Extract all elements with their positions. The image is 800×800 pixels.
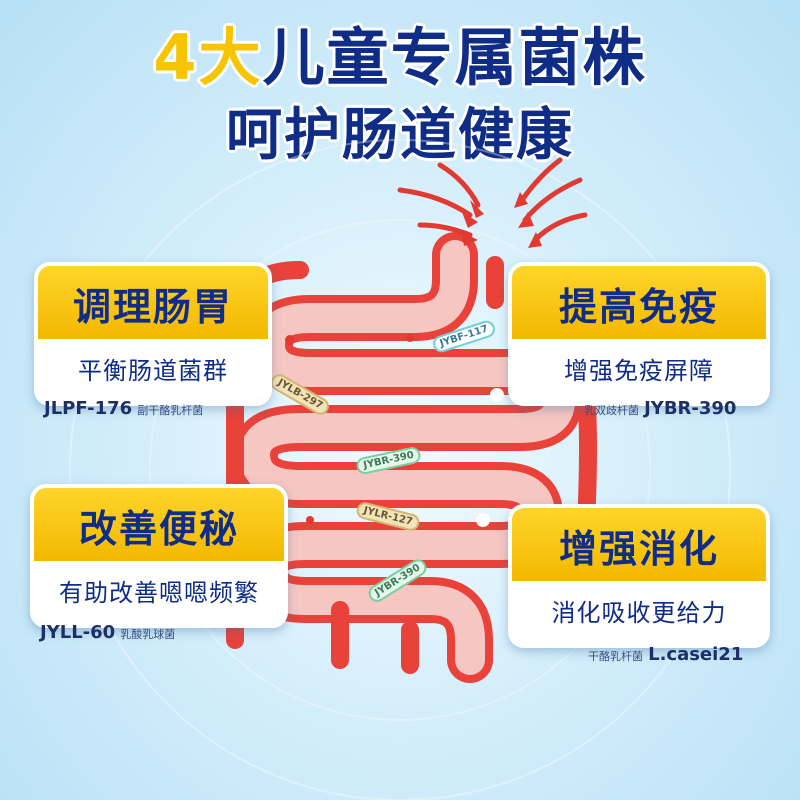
- headline-text: 儿童专属菌株: [262, 21, 647, 94]
- strain-label: JYLL-60 乳酸乳球菌: [40, 622, 175, 643]
- benefit-subtitle: 有助改善嗯嗯频繁: [34, 561, 284, 624]
- benefit-subtitle: 平衡肠道菌群: [38, 339, 268, 402]
- strain-name: 副干酪乳杆菌: [137, 404, 204, 417]
- headline-line-1: 4大儿童专属菌株: [0, 22, 800, 94]
- benefit-card-digestion-absorption: 增强消化 消化吸收更给力: [508, 504, 770, 648]
- strain-code: JYBR-390: [644, 398, 737, 419]
- strain-label: JLPF-176 副干酪乳杆菌: [44, 398, 203, 419]
- benefit-subtitle: 消化吸收更给力: [512, 581, 766, 644]
- headline-highlight: 4大: [153, 21, 263, 94]
- strain-name: 乳双歧杆菌: [584, 404, 639, 417]
- benefit-title: 提高免疫: [512, 266, 766, 339]
- strain-label: 乳双歧杆菌 JYBR-390: [584, 398, 736, 419]
- benefit-card-constipation: 改善便秘 有助改善嗯嗯频繁: [30, 484, 288, 628]
- benefit-title: 改善便秘: [34, 488, 284, 561]
- benefit-title: 调理肠胃: [38, 266, 268, 339]
- strain-label: 干酪乳杆菌 L.casei21: [588, 644, 743, 665]
- strain-code: JLPF-176: [44, 398, 133, 419]
- strain-name: 干酪乳杆菌: [588, 650, 643, 663]
- benefit-card-immunity: 提高免疫 增强免疫屏障: [508, 262, 770, 406]
- strain-code: JYLL-60: [40, 622, 116, 643]
- benefit-subtitle: 增强免疫屏障: [512, 339, 766, 402]
- benefit-card-digestion-balance: 调理肠胃 平衡肠道菌群: [34, 262, 272, 406]
- benefit-title: 增强消化: [512, 508, 766, 581]
- strain-name: 乳酸乳球菌: [120, 628, 176, 641]
- headline-line-2: 呵护肠道健康: [226, 103, 574, 168]
- strain-code: L.casei21: [648, 644, 744, 665]
